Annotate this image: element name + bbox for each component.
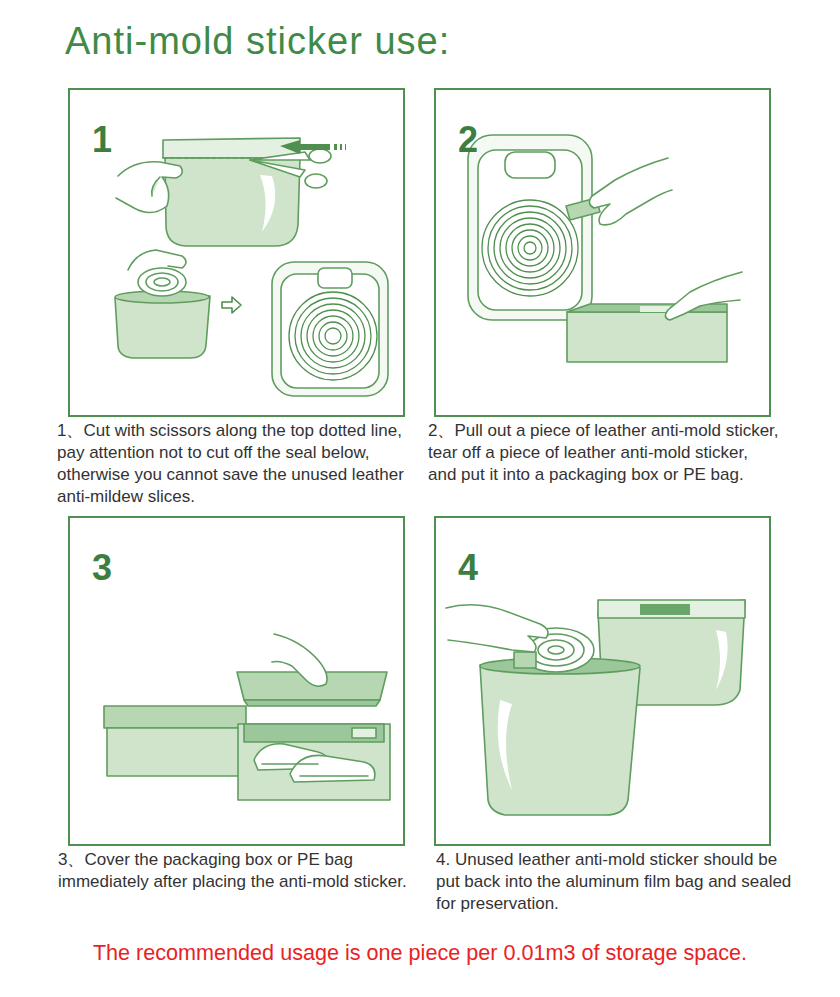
usage-note: The recommended usage is one piece per 0…: [7, 938, 833, 968]
step-caption: 2、Pull out a piece of leather anti-mold …: [428, 420, 780, 486]
step-panel: 44. Unused leather anti-mold sticker sho…: [434, 516, 771, 846]
step-panel: 11、Cut with scissors along the top dotte…: [68, 88, 405, 417]
step-caption: 4. Unused leather anti-mold sticker shou…: [436, 849, 792, 915]
step-caption: 3、Cover the packaging box or PE bag imme…: [58, 849, 408, 893]
step-caption: 1、Cut with scissors along the top dotted…: [57, 420, 413, 508]
step-number: 2: [458, 120, 478, 160]
step-number: 1: [92, 120, 112, 160]
step-number: 3: [92, 548, 112, 588]
step-panel: 33、Cover the packaging box or PE bag imm…: [68, 516, 405, 846]
page-title: Anti-mold sticker use:: [65, 18, 450, 64]
step-panel: 22、Pull out a piece of leather anti-mold…: [434, 88, 771, 417]
step-number: 4: [458, 548, 478, 588]
